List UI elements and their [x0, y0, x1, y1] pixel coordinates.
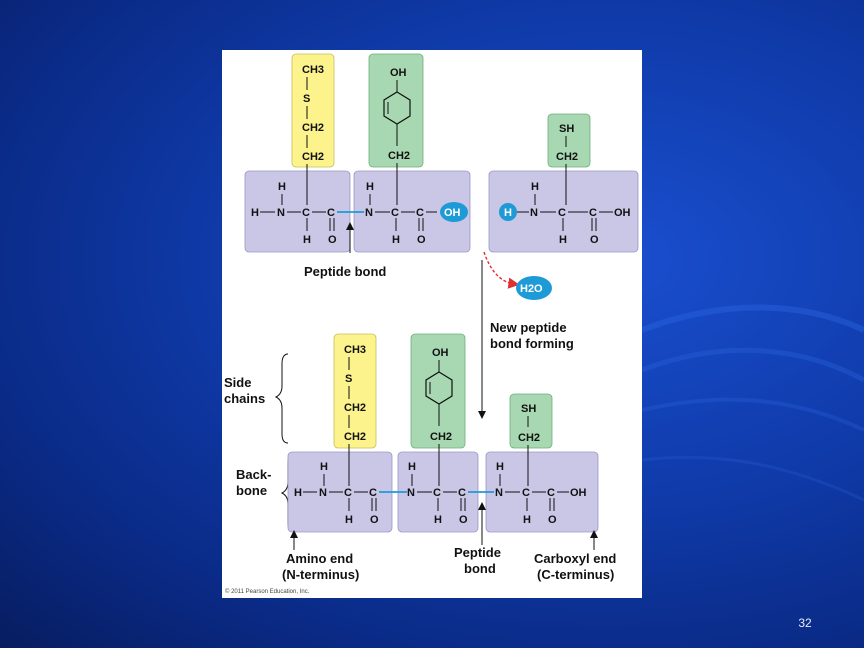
- b2-h-bottom: H: [434, 514, 442, 526]
- aa1-h-top: H: [278, 181, 286, 193]
- b1-c-alpha: C: [344, 487, 352, 499]
- side-chains-label-1: Side: [224, 375, 251, 390]
- aa3-h-bottom: H: [559, 234, 567, 246]
- met-ch2-a: CH2: [302, 122, 324, 134]
- b2-c-carbonyl: C: [458, 487, 466, 499]
- aa1-o: O: [328, 234, 337, 246]
- water-release-arrow: [483, 251, 520, 289]
- b2-o: O: [459, 514, 468, 526]
- b3-c-carbonyl: C: [547, 487, 555, 499]
- carboxyl-end-label-1: Carboxyl end: [534, 551, 616, 566]
- copyright-text: © 2011 Pearson Education, Inc.: [225, 588, 310, 595]
- aa1-h-left: H: [251, 207, 259, 219]
- backbone-label-1: Back-: [236, 467, 271, 482]
- bottom-tyr-oh: OH: [432, 347, 449, 359]
- met-ch3: CH3: [302, 64, 324, 76]
- amino-end-label-2: (N-terminus): [282, 567, 359, 582]
- new-bond-label-line2: bond forming: [490, 336, 574, 351]
- b1-o: O: [370, 514, 379, 526]
- aa3-n: N: [530, 207, 538, 219]
- peptide-diagram: CH3 S CH2 CH2 OH CH2 SH CH2 H H N C C H …: [224, 53, 639, 595]
- bottom-met-ch3: CH3: [344, 344, 366, 356]
- b3-o: O: [548, 514, 557, 526]
- bottom-met-side-chain-box: [333, 333, 377, 449]
- b2-n: N: [407, 487, 415, 499]
- carboxyl-end-label-2: (C-terminus): [537, 567, 614, 582]
- aa2-o: O: [417, 234, 426, 246]
- aa3-h-top: H: [531, 181, 539, 193]
- tyr-oh: OH: [390, 67, 407, 79]
- aa3-h-leaving: H: [504, 207, 512, 219]
- cys-sh: SH: [559, 123, 574, 135]
- bottom-cys-sh: SH: [521, 403, 536, 415]
- b3-h-top: H: [496, 461, 504, 473]
- hydroxyl-highlight: [440, 202, 468, 222]
- met-s: S: [303, 93, 310, 105]
- aa2-n: N: [365, 207, 373, 219]
- bottom-peptide-bond-label-2: bond: [464, 561, 496, 576]
- water-molecule-badge: [516, 276, 552, 300]
- bottom-peptide-bond-label-1: Peptide: [454, 545, 501, 560]
- b2-c-alpha: C: [433, 487, 441, 499]
- tyr-ch2: CH2: [388, 150, 410, 162]
- met-ch2-b: CH2: [302, 151, 324, 163]
- aa3-o: O: [590, 234, 599, 246]
- aa3-oh: OH: [614, 207, 631, 219]
- bottom-tyr-ch2: CH2: [430, 431, 452, 443]
- new-bond-label-line1: New peptide: [490, 320, 567, 335]
- aa1-c-alpha: C: [302, 207, 310, 219]
- b1-h-bottom: H: [345, 514, 353, 526]
- water-label: H2O: [520, 283, 543, 295]
- aa3-c-alpha: C: [558, 207, 566, 219]
- b3-oh: OH: [570, 487, 587, 499]
- side-chains-label-2: chains: [224, 391, 265, 406]
- side-chains-brace: [274, 353, 289, 444]
- peptide-bond-label-top: Peptide bond: [304, 264, 386, 279]
- tyr-side-chain-box: [368, 53, 424, 168]
- b2-h-top: H: [408, 461, 416, 473]
- aa1-c-carbonyl: C: [327, 207, 335, 219]
- aa2-h-top: H: [366, 181, 374, 193]
- b1-n: N: [319, 487, 327, 499]
- amino-acid-3-box: [488, 170, 639, 253]
- bottom-cys-ch2: CH2: [518, 432, 540, 444]
- amino-end-label-1: Amino end: [286, 551, 353, 566]
- b3-h-bottom: H: [523, 514, 531, 526]
- aa2-h-bottom: H: [392, 234, 400, 246]
- aa1-h-bottom: H: [303, 234, 311, 246]
- b3-c-alpha: C: [522, 487, 530, 499]
- cys-side-chain-box: [547, 113, 591, 168]
- aa3-c-carbonyl: C: [589, 207, 597, 219]
- aa2-oh-leaving: OH: [444, 207, 461, 219]
- b3-n: N: [495, 487, 503, 499]
- bottom-tyr-side-chain-box: [410, 333, 466, 449]
- bottom-met-ch2-b: CH2: [344, 431, 366, 443]
- peptide-bond-figure: CH3 S CH2 CH2 OH CH2 SH CH2 H H N C C H …: [222, 50, 642, 598]
- aa1-n: N: [277, 207, 285, 219]
- b1-h-top: H: [320, 461, 328, 473]
- aa2-c-carbonyl: C: [416, 207, 424, 219]
- b1-c-carbonyl: C: [369, 487, 377, 499]
- backbone-label-2: bone: [236, 483, 267, 498]
- bottom-cys-side-chain-box: [509, 393, 553, 449]
- bottom-met-s: S: [345, 373, 352, 385]
- aa2-c-alpha: C: [391, 207, 399, 219]
- cys-ch2: CH2: [556, 151, 578, 163]
- hydrogen-highlight: [499, 203, 517, 221]
- met-side-chain-box: [291, 53, 335, 168]
- b1-h-left: H: [294, 487, 302, 499]
- bottom-met-ch2-a: CH2: [344, 402, 366, 414]
- slide-number: 32: [798, 616, 812, 630]
